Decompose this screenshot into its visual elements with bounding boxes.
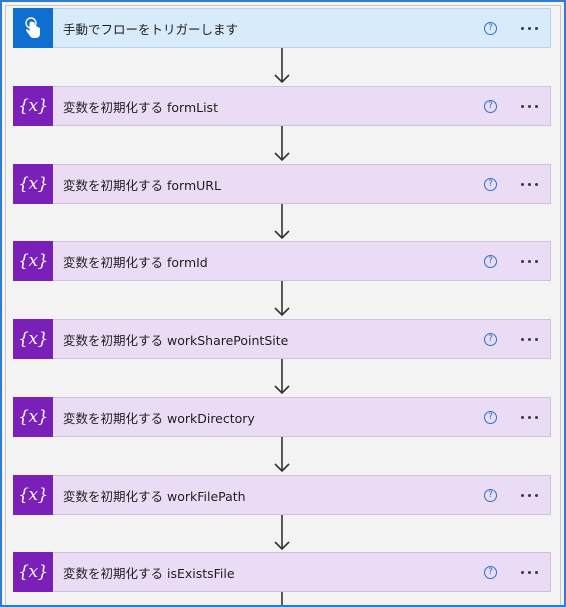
more-options-button[interactable] (521, 174, 538, 194)
variable-braces-icon: {x} (18, 251, 48, 271)
variable-icon-box: {x} (13, 397, 53, 437)
flow-step-init-variable[interactable]: {x} 変数を初期化する workDirectory ? (13, 397, 551, 437)
variable-icon-box: {x} (13, 241, 53, 281)
help-icon[interactable]: ? (484, 332, 497, 346)
step-label: 変数を初期化する formId (63, 254, 208, 270)
variable-icon-box: {x} (13, 319, 53, 359)
variable-icon-box: {x} (13, 552, 53, 592)
help-icon[interactable]: ? (484, 565, 497, 579)
variable-braces-icon: {x} (18, 329, 48, 349)
flow-step-trigger[interactable]: 手動でフローをトリガーします ? (13, 8, 551, 48)
flow-step-init-variable[interactable]: {x} 変数を初期化する workFilePath ? (13, 475, 551, 515)
flow-step-init-variable[interactable]: {x} 変数を初期化する formURL ? (13, 164, 551, 204)
help-icon[interactable]: ? (484, 410, 497, 424)
variable-icon-box: {x} (13, 164, 53, 204)
step-label: 変数を初期化する workSharePointSite (63, 332, 289, 348)
more-options-button[interactable] (521, 562, 538, 582)
more-options-button[interactable] (521, 96, 538, 116)
flow-step-init-variable[interactable]: {x} 変数を初期化する formId ? (13, 241, 551, 281)
connector-arrow (274, 515, 290, 551)
step-label: 変数を初期化する formURL (63, 177, 221, 193)
variable-icon-box: {x} (13, 475, 53, 515)
flow-step-init-variable[interactable]: {x} 変数を初期化する workSharePointSite ? (13, 319, 551, 359)
variable-braces-icon: {x} (18, 562, 48, 582)
more-options-button[interactable] (521, 407, 538, 427)
help-icon[interactable]: ? (484, 21, 497, 35)
help-icon[interactable]: ? (484, 99, 497, 113)
step-label: 変数を初期化する workFilePath (63, 488, 246, 504)
connector-arrow (274, 281, 290, 317)
help-icon[interactable]: ? (484, 177, 497, 191)
more-options-button[interactable] (521, 329, 538, 349)
variable-braces-icon: {x} (18, 174, 48, 194)
help-icon[interactable]: ? (484, 488, 497, 502)
step-label: 変数を初期化する workDirectory (63, 410, 255, 426)
connector-line (281, 592, 283, 605)
more-options-button[interactable] (521, 18, 538, 38)
step-label: 変数を初期化する formList (63, 99, 218, 115)
more-options-button[interactable] (521, 485, 538, 505)
variable-braces-icon: {x} (18, 96, 48, 116)
variable-braces-icon: {x} (18, 407, 48, 427)
connector-arrow (274, 126, 290, 162)
step-label: 変数を初期化する isExistsFile (63, 565, 235, 581)
more-options-button[interactable] (521, 251, 538, 271)
connector-arrow (274, 204, 290, 240)
variable-icon-box: {x} (13, 86, 53, 126)
flow-step-init-variable[interactable]: {x} 変数を初期化する formList ? (13, 86, 551, 126)
connector-arrow (274, 359, 290, 395)
connector-arrow (274, 48, 290, 84)
trigger-icon-box (13, 8, 53, 48)
touch-hand-icon (25, 17, 40, 38)
step-label: 手動でフローをトリガーします (63, 21, 239, 37)
variable-braces-icon: {x} (18, 485, 48, 505)
help-icon[interactable]: ? (484, 254, 497, 268)
flow-step-init-variable[interactable]: {x} 変数を初期化する isExistsFile ? (13, 552, 551, 592)
connector-arrow (274, 437, 290, 473)
